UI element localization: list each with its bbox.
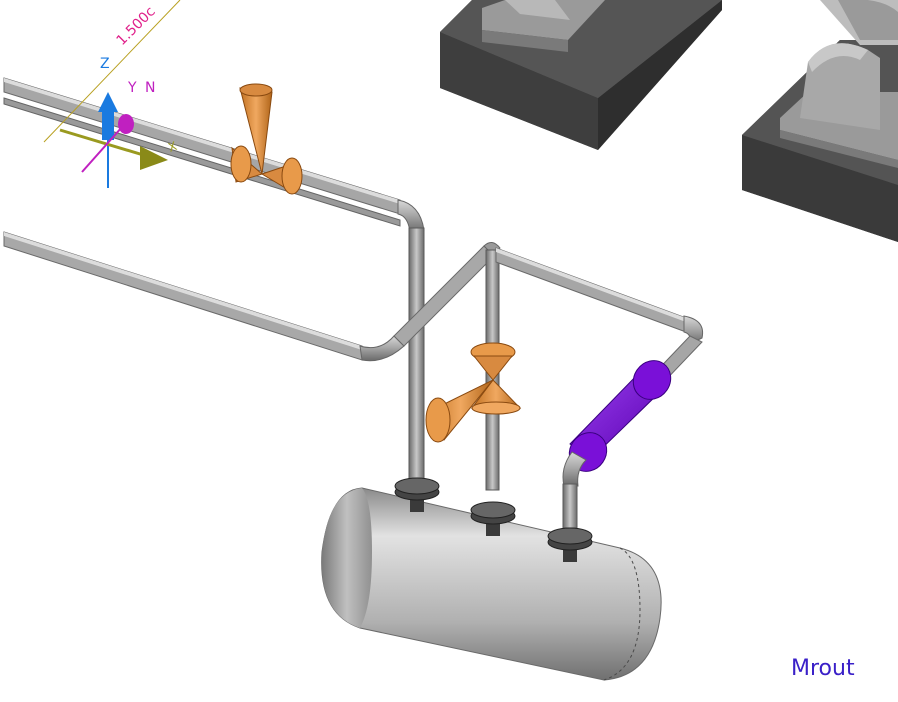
- pipe-main-upper[interactable]: [3, 77, 425, 233]
- pipe-drop-3[interactable]: [562, 451, 587, 529]
- axis-y-label: Y: [127, 80, 137, 96]
- equipment-block-1[interactable]: [440, 0, 722, 150]
- pipe-right-run[interactable]: [495, 247, 704, 387]
- valve-2[interactable]: [425, 342, 522, 443]
- equipment-block-2[interactable]: [742, 0, 898, 242]
- nozzle-1[interactable]: [394, 477, 440, 512]
- horizontal-vessel[interactable]: [321, 487, 662, 681]
- nozzle-3[interactable]: [547, 527, 593, 562]
- view-label: Mrout: [791, 656, 855, 681]
- axis-z-label: Z: [100, 56, 110, 72]
- dimension-text: 1.500c: [114, 4, 159, 49]
- pipe-lower-left[interactable]: [3, 231, 501, 362]
- pipe-drop-1[interactable]: [408, 227, 425, 481]
- nozzle-2[interactable]: [470, 501, 516, 536]
- selected-pipe-segment[interactable]: [562, 353, 678, 478]
- axis-gizmo[interactable]: Z Y N X: [59, 56, 179, 188]
- axis-n-label: N: [145, 80, 155, 96]
- valve-1[interactable]: [230, 83, 303, 195]
